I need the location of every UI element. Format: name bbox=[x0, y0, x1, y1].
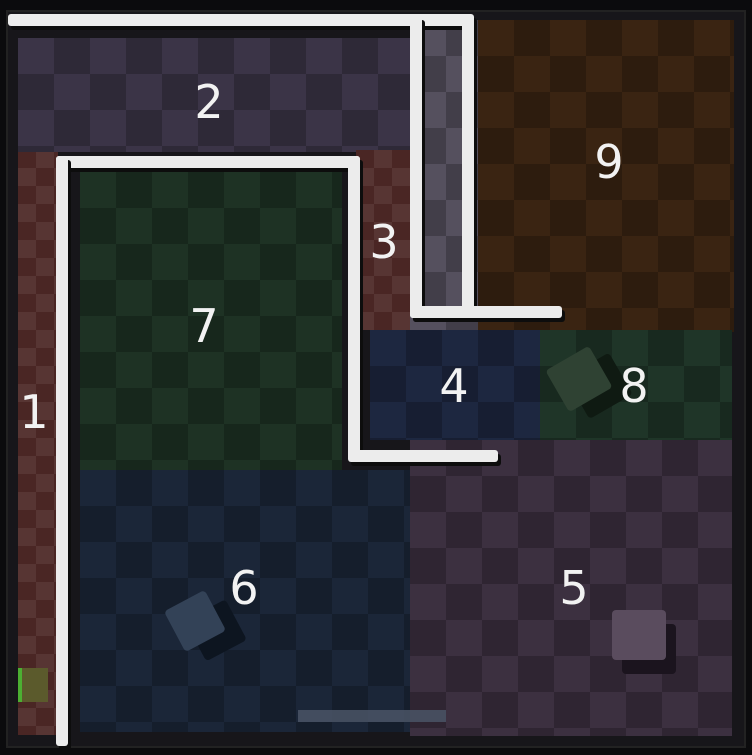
room-1-floor bbox=[18, 150, 58, 735]
room-4-floor bbox=[370, 330, 540, 440]
wall-top bbox=[8, 14, 474, 26]
wall-corridor-right bbox=[462, 16, 474, 316]
wall-corridor-bottom bbox=[410, 306, 562, 318]
cube-room-5[interactable] bbox=[612, 610, 666, 660]
room-label-1: 1 bbox=[19, 385, 49, 439]
room-label-5: 5 bbox=[559, 561, 589, 615]
room-9-floor bbox=[478, 20, 734, 332]
room-label-7: 7 bbox=[189, 299, 219, 353]
wall-inner-right bbox=[348, 156, 360, 458]
room-label-9: 9 bbox=[594, 135, 624, 189]
room-7-floor bbox=[80, 172, 342, 470]
wall-inner-top bbox=[56, 156, 360, 168]
room-6-floor bbox=[80, 470, 412, 732]
room-label-4: 4 bbox=[439, 359, 469, 413]
room-label-3: 3 bbox=[369, 215, 399, 269]
room-5-floor bbox=[410, 440, 732, 736]
room-3-floor bbox=[356, 150, 410, 330]
room-label-6: 6 bbox=[229, 561, 259, 615]
room-label-8: 8 bbox=[619, 359, 649, 413]
room-label-2: 2 bbox=[194, 75, 224, 129]
room-2-floor bbox=[18, 38, 410, 152]
floor-panel bbox=[298, 710, 446, 722]
wall-left-outer bbox=[8, 14, 18, 34]
wall-inner-bottom bbox=[348, 450, 498, 462]
wall-inner-left bbox=[56, 156, 68, 746]
agent-marker bbox=[18, 668, 48, 702]
wall-corridor-left bbox=[410, 16, 422, 318]
